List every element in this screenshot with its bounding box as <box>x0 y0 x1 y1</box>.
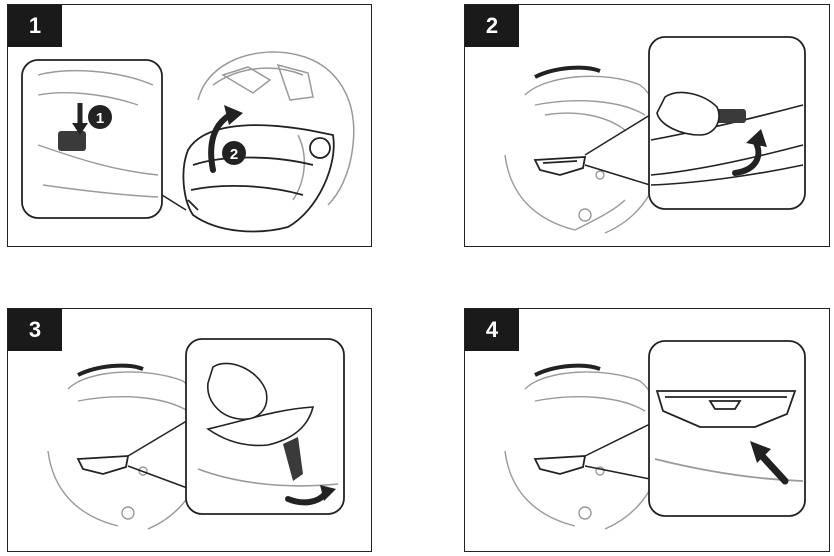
visor-strip <box>534 363 601 377</box>
step-3-illustration <box>47 338 345 530</box>
step-2-panel: 2 <box>464 4 830 247</box>
step-3-badge: 3 <box>8 309 62 351</box>
vent-slider <box>712 109 746 123</box>
vent-cover <box>283 437 303 481</box>
chin-vent <box>533 455 587 475</box>
step-2-badge: 2 <box>465 5 519 47</box>
callout-1: 1 <box>88 105 112 129</box>
latch-button <box>58 131 86 151</box>
step-1-illustration: 2 1 <box>21 51 355 233</box>
step-4-illustration <box>504 340 806 530</box>
step-4-panel: 4 <box>464 308 830 552</box>
helmet-shell <box>197 51 355 206</box>
helmet-front-outline <box>47 371 206 530</box>
arrow-up-left-icon <box>759 453 789 485</box>
visor-strip <box>77 363 144 377</box>
step-2-illustration <box>504 36 806 234</box>
finger <box>207 362 268 420</box>
visor-strip <box>534 65 601 79</box>
chin-vent <box>533 156 587 176</box>
step-4-badge: 4 <box>465 309 519 351</box>
chin-bar <box>182 124 335 233</box>
step-3-inset <box>185 338 345 515</box>
step-1-inset <box>21 59 163 219</box>
step-1-badge: 1 <box>8 5 62 47</box>
inset-chin-latch <box>37 69 159 198</box>
step-1-panel: 1 2 <box>7 4 372 247</box>
svg-text:1: 1 <box>96 110 104 127</box>
callout-2: 2 <box>222 141 246 165</box>
finger <box>656 91 720 136</box>
step-3-panel: 3 <box>7 308 372 552</box>
curved-arrow-up-icon <box>208 112 233 173</box>
step-4-inset <box>648 340 806 517</box>
svg-text:2: 2 <box>230 146 238 163</box>
chin-vent <box>76 455 130 475</box>
helmet-front-outline <box>504 371 663 530</box>
helmet-front-outline <box>504 75 663 234</box>
